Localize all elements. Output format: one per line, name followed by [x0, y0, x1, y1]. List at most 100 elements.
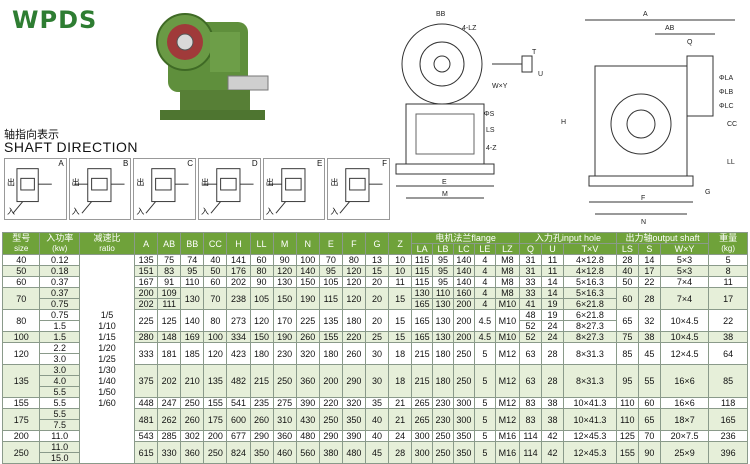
- cell-power: 11.0: [39, 430, 81, 442]
- col-txv: T×V: [563, 243, 617, 255]
- cell-flange: M8: [494, 265, 521, 277]
- table-cell: 260: [249, 408, 274, 431]
- table-cell: 80: [249, 265, 274, 277]
- table-cell: 380: [318, 441, 343, 464]
- table-cell: 275: [272, 397, 297, 409]
- table-cell: 50: [203, 265, 228, 277]
- cell-flange: 115: [411, 254, 434, 266]
- out-label: 出: [330, 178, 339, 187]
- table-cell: 360: [180, 441, 205, 464]
- table-cell: 290: [249, 430, 274, 442]
- cell-flange: 200: [452, 309, 475, 332]
- cell-power: 0.37: [39, 276, 81, 288]
- table-cell: 74: [180, 254, 205, 266]
- in-label: 入: [201, 207, 210, 216]
- cell-input: 10×41.3: [563, 408, 617, 431]
- cell-flange: 200: [452, 331, 475, 343]
- table-row: 5.5: [3, 386, 748, 398]
- table-cell: 220: [318, 397, 343, 409]
- ratio-value: 1/50: [98, 386, 116, 397]
- tag: F: [382, 159, 388, 168]
- cell-input: 19: [541, 298, 565, 310]
- table-cell: 250: [203, 441, 228, 464]
- cell-weight: 85: [708, 364, 748, 398]
- table-cell: 80: [203, 309, 228, 332]
- cell-input: 19: [541, 309, 565, 321]
- table-cell: 560: [295, 441, 320, 464]
- cell-flange: M8: [494, 287, 521, 299]
- cell-size: 250: [1, 441, 41, 464]
- table-cell: 334: [226, 331, 251, 343]
- cell-output: 38: [637, 331, 661, 343]
- cell-output: 5×3: [659, 254, 710, 266]
- cell-flange: 4: [473, 276, 496, 288]
- table-cell: 167: [134, 276, 159, 288]
- table-cell: 235: [249, 397, 274, 409]
- table-cell: 350: [341, 408, 366, 431]
- table-cell: 120: [249, 309, 274, 332]
- cell-flange: 215: [411, 364, 434, 398]
- table-cell: 120: [341, 265, 366, 277]
- cell-flange: 300: [452, 408, 475, 431]
- col-a: A: [134, 232, 159, 255]
- col-flange-group: 电机法兰flange: [411, 232, 521, 244]
- table-cell: 200: [134, 287, 159, 299]
- table-cell: 824: [226, 441, 251, 464]
- cell-flange: 200: [452, 298, 475, 310]
- tag: B: [123, 159, 129, 168]
- label-u: U: [538, 71, 543, 78]
- cell-flange: 250: [452, 342, 475, 365]
- table-cell: 115: [318, 287, 343, 310]
- table-cell: 83: [157, 265, 182, 277]
- cell-flange: 95: [432, 276, 454, 288]
- table-cell: 350: [249, 441, 274, 464]
- cell-output: 45: [637, 342, 661, 365]
- table-cell: 215: [249, 364, 274, 398]
- cell-weight: 11: [708, 276, 748, 288]
- cell-output: 25×9: [659, 441, 710, 464]
- cell-power: 0.18: [39, 265, 81, 277]
- cell-power: 4.0: [39, 375, 81, 387]
- table-cell: 40: [364, 430, 390, 442]
- table-cell: 423: [226, 342, 251, 365]
- table-cell: 202: [157, 364, 182, 398]
- table-cell: 677: [226, 430, 251, 442]
- cell-power: 5.5: [39, 397, 81, 409]
- out-label: 出: [265, 178, 274, 187]
- cell-output: 60: [615, 287, 639, 310]
- shaft-direction-a: A 出入: [4, 158, 67, 220]
- cell-flange: 95: [432, 254, 454, 266]
- table-cell: 140: [180, 309, 205, 332]
- col-la: LA: [411, 243, 434, 255]
- cell-output: 18×7: [659, 408, 710, 431]
- cell-input: 12×45.3: [563, 441, 617, 464]
- table-cell: 170: [272, 309, 297, 332]
- cell-output: 28: [615, 254, 639, 266]
- cell-flange: M10: [494, 298, 521, 310]
- table-cell: 60: [249, 254, 274, 266]
- cell-output: 10×4.5: [659, 309, 710, 332]
- cell-input: 48: [519, 309, 543, 321]
- cell-power: 7.5: [39, 419, 81, 431]
- col-ll: LL: [249, 232, 274, 255]
- cell-power: 0.75: [39, 298, 81, 310]
- cell-flange: 265: [411, 408, 434, 431]
- cell-input: 42: [541, 441, 565, 464]
- cell-power: 5.5: [39, 386, 81, 398]
- cell-input: 11: [541, 254, 565, 266]
- cell-flange: 140: [452, 254, 475, 266]
- table-cell: 543: [134, 430, 159, 442]
- cell-output: 5×3: [659, 265, 710, 277]
- table-cell: 125: [157, 309, 182, 332]
- table-cell: 210: [180, 364, 205, 398]
- cell-input: 41: [519, 298, 543, 310]
- cell-input: 38: [541, 408, 565, 431]
- table-cell: 615: [134, 441, 159, 464]
- label-4lz: 4-LZ: [462, 25, 477, 32]
- cell-output: 10×4.5: [659, 331, 710, 343]
- cell-output: 75: [615, 331, 639, 343]
- label-e: E: [442, 179, 447, 186]
- cell-input: 83: [519, 397, 543, 409]
